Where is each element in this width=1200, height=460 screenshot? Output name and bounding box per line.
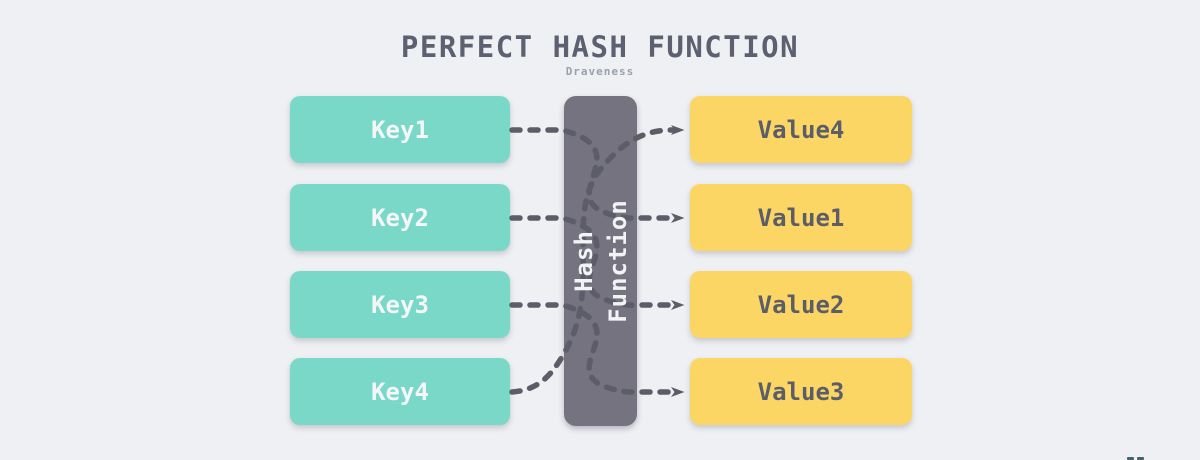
- value-box-1-label: Value4: [757, 115, 845, 144]
- key-box-2: Key2: [290, 184, 510, 251]
- key-box-1: Key1: [290, 96, 510, 163]
- clipped-watermark-fragment: [1127, 456, 1144, 460]
- value-box-1: Value4: [690, 96, 912, 163]
- page-title: PERFECT HASH FUNCTION: [400, 30, 800, 64]
- value-box-3: Value2: [690, 271, 912, 338]
- value-box-4-label: Value3: [757, 377, 845, 406]
- key-box-2-label: Key2: [371, 203, 429, 232]
- value-box-4: Value3: [690, 358, 912, 425]
- key-box-4: Key4: [290, 358, 510, 425]
- key-box-3-label: Key3: [371, 290, 429, 319]
- value-box-2-label: Value1: [757, 203, 845, 232]
- value-box-3-label: Value2: [757, 290, 845, 319]
- subtitle-watermark: Draveness: [565, 65, 635, 78]
- key-box-1-label: Key1: [371, 115, 429, 144]
- key-box-3: Key3: [290, 271, 510, 338]
- value-box-2: Value1: [690, 184, 912, 251]
- hash-function-box: [564, 96, 637, 426]
- key-box-4-label: Key4: [371, 377, 429, 406]
